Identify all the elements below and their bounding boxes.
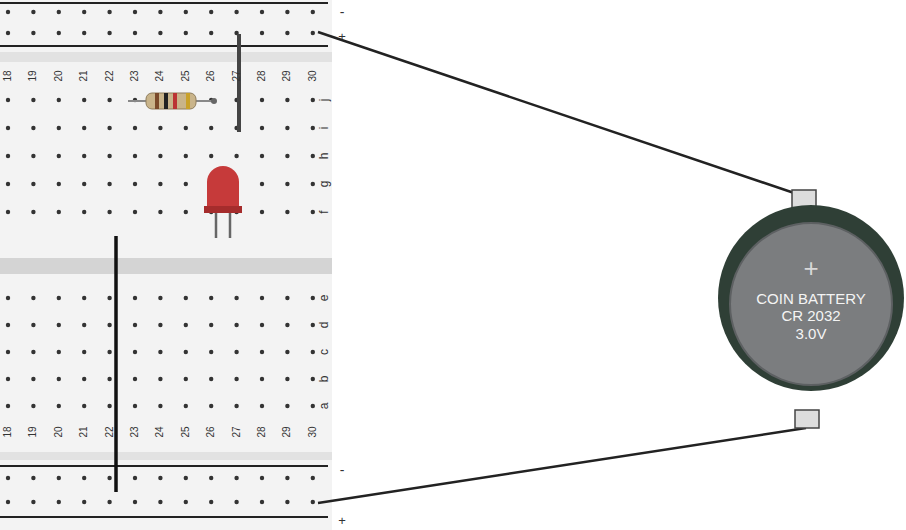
resistor-symbol xyxy=(128,93,217,109)
column-number: 30 xyxy=(308,70,318,81)
column-number: 30 xyxy=(308,426,318,437)
battery-wire xyxy=(318,428,806,503)
column-number: 29 xyxy=(282,426,292,437)
row-letter: h xyxy=(318,153,330,160)
rail-sign: + xyxy=(338,514,346,527)
rail-line xyxy=(0,2,328,4)
column-number: 20 xyxy=(54,426,64,437)
row-letter: d xyxy=(318,322,330,329)
column-number: 29 xyxy=(282,70,292,81)
battery-tab xyxy=(795,410,819,428)
row-letter: b xyxy=(318,376,330,383)
row-letter: e xyxy=(318,295,330,302)
column-number: 23 xyxy=(130,426,140,437)
column-number: 19 xyxy=(28,70,38,81)
column-number: 18 xyxy=(3,426,13,437)
rail-sign: + xyxy=(338,30,346,43)
led-symbol xyxy=(204,166,242,238)
battery-label: COIN BATTERY xyxy=(756,290,865,307)
column-number: 19 xyxy=(28,426,38,437)
rail-line xyxy=(0,45,328,47)
column-number: 23 xyxy=(130,70,140,81)
battery-label: CR 2032 xyxy=(781,307,840,324)
column-number: 21 xyxy=(79,70,89,81)
rail-separator xyxy=(0,452,332,460)
column-number: 28 xyxy=(257,70,267,81)
row-letter: j xyxy=(318,99,330,102)
column-number: 25 xyxy=(181,70,191,81)
rail-separator xyxy=(0,52,332,62)
rail-sign: - xyxy=(340,5,345,19)
column-number: 22 xyxy=(105,426,115,437)
battery-wire xyxy=(318,32,803,196)
column-number: 27 xyxy=(232,70,242,81)
row-letter: f xyxy=(318,210,330,213)
column-number: 21 xyxy=(79,426,89,437)
coin-battery: + COIN BATTERYCR 20323.0V xyxy=(716,203,906,393)
row-letter: a xyxy=(318,403,330,410)
row-letter: c xyxy=(318,349,330,355)
jumper-wire xyxy=(114,236,118,492)
center-channel xyxy=(0,258,332,274)
column-number: 25 xyxy=(181,426,191,437)
column-number: 24 xyxy=(155,426,165,437)
column-number: 26 xyxy=(206,70,216,81)
row-letter: i xyxy=(318,127,330,130)
column-number: 22 xyxy=(105,70,115,81)
rail-line xyxy=(0,465,328,467)
column-number: 20 xyxy=(54,70,64,81)
column-number: 28 xyxy=(257,426,267,437)
rail-line xyxy=(0,516,328,518)
jumper-wire xyxy=(237,34,241,132)
polarity-sign: + xyxy=(803,254,818,284)
rail-sign: - xyxy=(340,463,345,477)
row-letter: g xyxy=(318,181,330,188)
column-number: 26 xyxy=(206,426,216,437)
breadboard xyxy=(0,0,332,530)
battery-label: 3.0V xyxy=(796,325,827,342)
column-number: 27 xyxy=(232,426,242,437)
column-number: 18 xyxy=(3,70,13,81)
breadboard-holes xyxy=(6,10,315,504)
column-number: 24 xyxy=(155,70,165,81)
